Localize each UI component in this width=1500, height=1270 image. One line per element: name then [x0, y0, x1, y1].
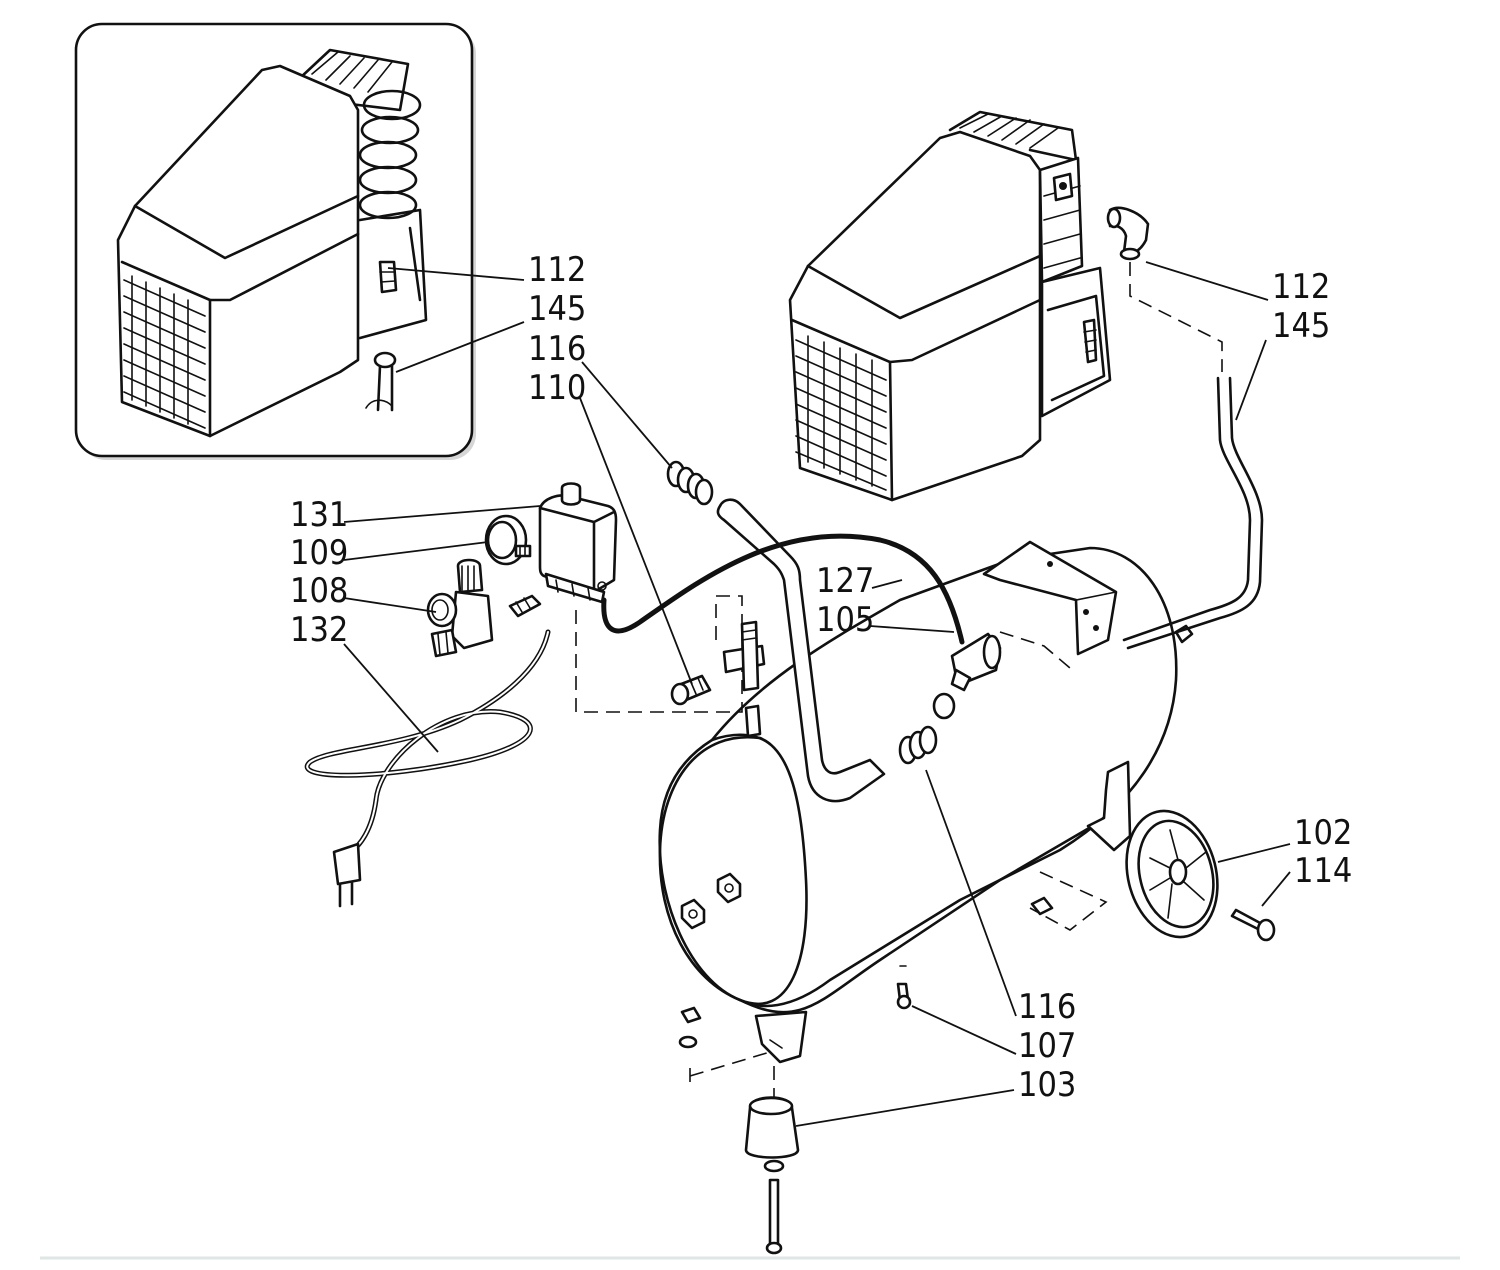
inset-compressor-head: [116, 48, 428, 438]
part-145-pipe: [1122, 376, 1252, 642]
label-112-inset: 112: [528, 250, 587, 290]
assembly-guides: [575, 262, 1223, 1098]
label-127: 127: [816, 561, 875, 601]
part-131-pressure-switch: [538, 482, 618, 604]
label-103: 103: [1018, 1065, 1077, 1105]
part-127-hose: [601, 533, 965, 645]
part-116-spring-lower: [898, 725, 938, 765]
label-116-bottom: 116: [1018, 987, 1077, 1027]
label-110: 110: [528, 368, 587, 408]
part-108-regulator: [426, 558, 494, 658]
part-145-pipe-edge: [1126, 376, 1264, 650]
part-wheel-nut: [1030, 896, 1054, 916]
part-102-wheel: [1125, 809, 1219, 939]
part-110-fitting: [670, 674, 712, 706]
part-132-power-cord: [304, 629, 551, 908]
label-105: 105: [816, 600, 875, 640]
label-145-inset: 145: [528, 289, 587, 329]
part-105-check-valve: [950, 632, 1002, 692]
label-102: 102: [1294, 813, 1353, 853]
part-foot-nut-washer: [678, 1006, 702, 1049]
compressor-head: [788, 110, 1150, 502]
handle: [716, 498, 886, 803]
part-plug: [932, 692, 956, 720]
part-tee-fitting: [722, 620, 766, 692]
label-132: 132: [290, 610, 349, 650]
part-109-gauge: [484, 514, 532, 566]
label-109: 109: [290, 533, 349, 573]
part-103-rubber-foot: [744, 1096, 800, 1255]
part-tank-nipple: [744, 704, 762, 738]
label-112-right: 112: [1272, 267, 1331, 307]
label-107: 107: [1018, 1026, 1077, 1066]
leader-lines: [343, 261, 1291, 1127]
label-114: 114: [1294, 851, 1353, 891]
label-108: 108: [290, 571, 349, 611]
part-114-bolt: [1230, 908, 1276, 942]
part-107-drain: [896, 965, 912, 1010]
part-fitting-small: [508, 594, 542, 618]
label-116-top: 116: [528, 329, 587, 369]
label-145-right: 145: [1272, 306, 1331, 346]
air-tank: [658, 540, 1178, 1064]
part-116-spring: [666, 460, 714, 506]
label-131: 131: [290, 495, 349, 535]
